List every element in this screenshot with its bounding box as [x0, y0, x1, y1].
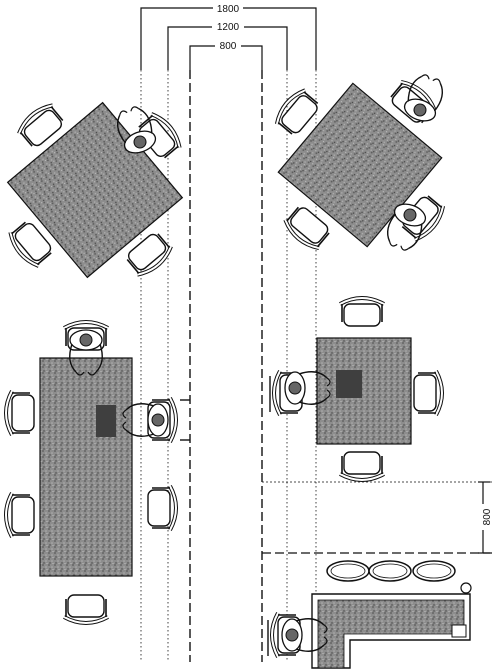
dimension-label-1200: 1200	[217, 22, 240, 33]
clearance-guides	[140, 70, 317, 662]
dimension-label-800: 800	[220, 41, 237, 52]
bar-stools	[326, 560, 456, 582]
table-top	[316, 337, 412, 445]
square-table-rotated-left	[3, 98, 187, 282]
dimension-800: 800	[189, 39, 263, 70]
dimension-label-1800: 1800	[217, 4, 240, 15]
dimension-1800: 1800	[140, 2, 317, 70]
square-table-right	[272, 296, 444, 482]
long-table	[4, 320, 178, 625]
square-table-rotated-right	[270, 75, 450, 255]
table-top	[39, 357, 133, 577]
round-stool-icon	[368, 560, 412, 582]
l-shaped-counter	[311, 582, 472, 669]
dimension-800-vertical: 800	[262, 481, 493, 554]
dimension-1200: 1200	[167, 20, 288, 70]
round-stool-icon	[412, 560, 456, 582]
dimension-label-800-vertical: 800	[482, 508, 493, 525]
